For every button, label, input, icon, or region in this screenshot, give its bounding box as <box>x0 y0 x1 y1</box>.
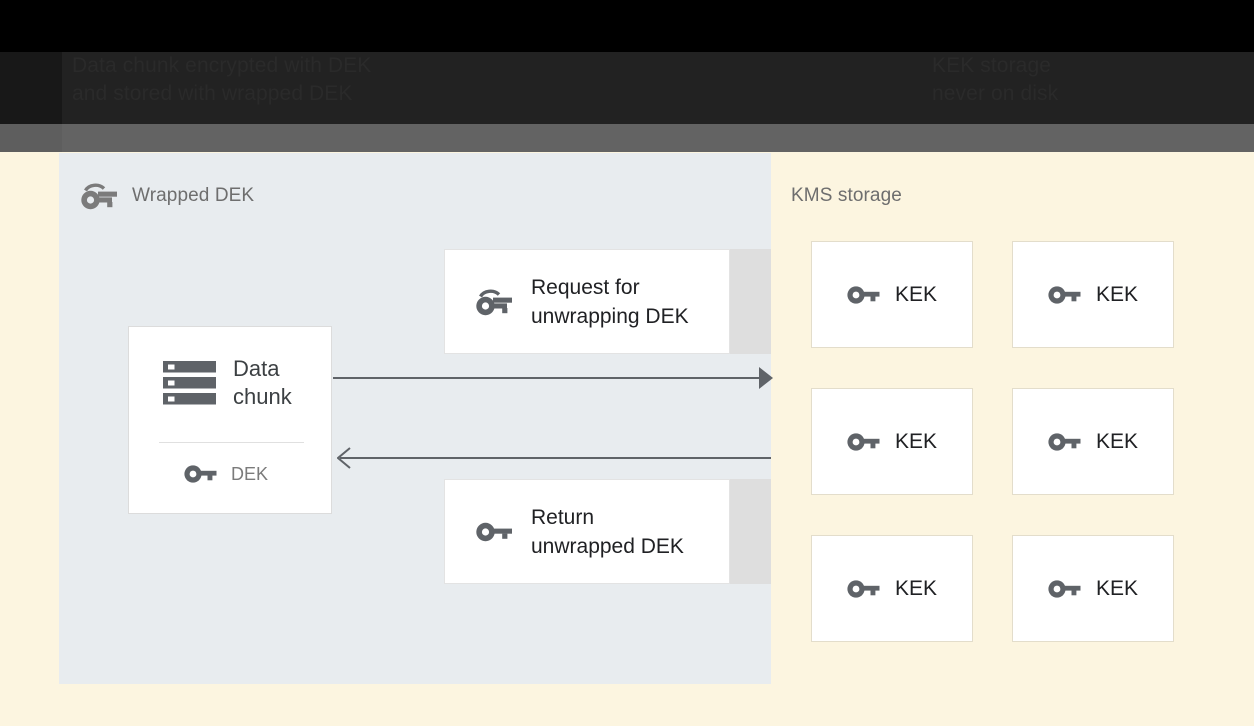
dek-row: DEK <box>184 463 268 485</box>
kek-box[interactable]: KEK <box>811 535 973 642</box>
kek-box[interactable]: KEK <box>1012 388 1174 495</box>
chrome-gray-band-left <box>0 124 62 152</box>
data-chunk-card[interactable]: Data chunk DEK <box>128 326 332 514</box>
kek-label: KEK <box>1095 576 1139 600</box>
key-icon <box>847 578 880 600</box>
chrome-gray-band <box>0 124 1254 152</box>
key-icon <box>1048 431 1081 453</box>
request-arrow-head <box>759 367 773 389</box>
key-icon <box>474 517 513 547</box>
wrapped-dek-panel: Wrapped DEK Data chunk <box>59 153 773 684</box>
kek-label: KEK <box>1095 429 1139 453</box>
kek-box[interactable]: KEK <box>1012 241 1174 348</box>
kek-label: KEK <box>894 282 938 306</box>
key-icon <box>184 463 217 485</box>
storage-server-icon <box>162 358 217 408</box>
key-icon <box>847 431 880 453</box>
chrome-dark-band <box>0 52 1254 124</box>
kek-label: KEK <box>894 429 938 453</box>
return-arrow-head <box>336 447 351 469</box>
kek-grid: KEK KEK KEK <box>811 241 1174 642</box>
request-card-shadow-strip <box>730 249 771 354</box>
kms-storage-panel: KMS storage KEK <box>771 153 1254 684</box>
wrapped-key-icon <box>474 287 513 317</box>
key-icon <box>847 284 880 306</box>
key-icon <box>1048 284 1081 306</box>
request-unwrap-card-inner: Request for unwrapping DEK <box>445 273 689 331</box>
return-arrow-line <box>340 457 771 459</box>
return-unwrapped-label: Return unwrapped DEK <box>531 505 684 558</box>
wrapped-dek-title: Wrapped DEK <box>132 185 255 206</box>
header-caption-right: KEK storage never on disk <box>932 54 1059 105</box>
kek-box[interactable]: KEK <box>1012 535 1174 642</box>
request-arrow-line <box>333 377 766 379</box>
return-unwrapped-card-inner: Return unwrapped DEK <box>445 503 684 561</box>
chrome-black-band <box>0 0 1254 52</box>
key-icon <box>1048 578 1081 600</box>
kek-label: KEK <box>894 576 938 600</box>
dek-label: DEK <box>231 463 269 484</box>
header-caption-left: Data chunk encrypted with DEK and stored… <box>72 54 372 105</box>
request-unwrap-label: Request for unwrapping DEK <box>531 275 689 328</box>
kek-box[interactable]: KEK <box>811 388 973 495</box>
data-chunk-row: Data chunk <box>162 355 292 411</box>
wrapped-dek-header: Wrapped DEK <box>79 181 254 211</box>
return-card-shadow-strip <box>730 479 771 584</box>
window-chrome-bands: Data chunk encrypted with DEK and stored… <box>0 0 1254 152</box>
kek-label: KEK <box>1095 282 1139 306</box>
return-unwrapped-card[interactable]: Return unwrapped DEK <box>444 479 730 584</box>
kek-box[interactable]: KEK <box>811 241 973 348</box>
kms-storage-title: KMS storage <box>791 185 902 206</box>
data-chunk-label: Data chunk <box>233 356 292 409</box>
request-unwrap-card[interactable]: Request for unwrapping DEK <box>444 249 730 354</box>
chrome-dark-band-left <box>0 52 62 124</box>
wrapped-key-icon <box>79 181 118 211</box>
data-chunk-divider <box>159 442 304 443</box>
